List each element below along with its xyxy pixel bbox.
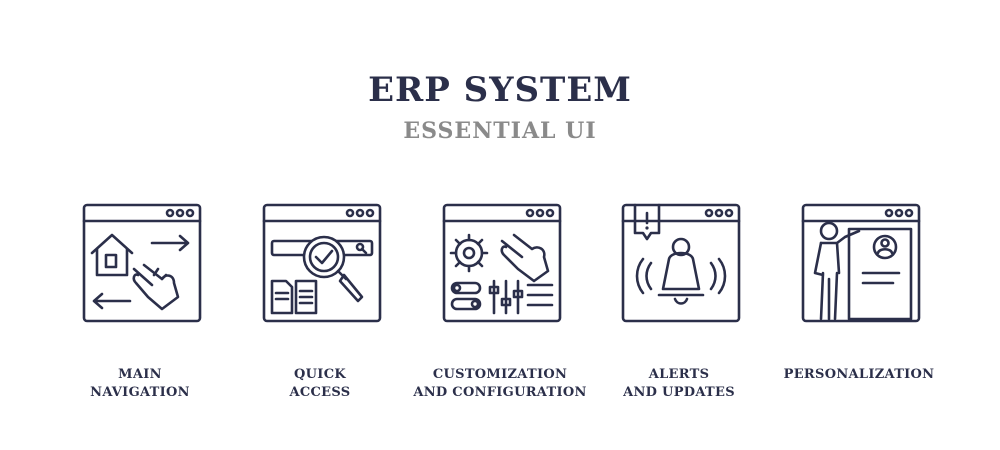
label-quick-access: QUICK ACCESS	[289, 367, 351, 400]
quick-access-icon	[262, 203, 382, 323]
main-navigation-icon	[82, 203, 202, 323]
personalization-icon	[801, 203, 921, 323]
label-personalization: PERSONALIZATION	[783, 367, 935, 382]
customization-icon	[442, 203, 562, 323]
label-main-navigation: MAIN NAVIGATION	[90, 367, 190, 400]
label-customization: CUSTOMIZATION AND CONFIGURATION	[413, 367, 587, 400]
alerts-icon	[621, 203, 741, 323]
page-subtitle: ESSENTIAL UI	[403, 118, 597, 144]
label-alerts: ALERTS AND UPDATES	[623, 367, 735, 400]
page-title: ERP SYSTEM	[368, 70, 632, 110]
